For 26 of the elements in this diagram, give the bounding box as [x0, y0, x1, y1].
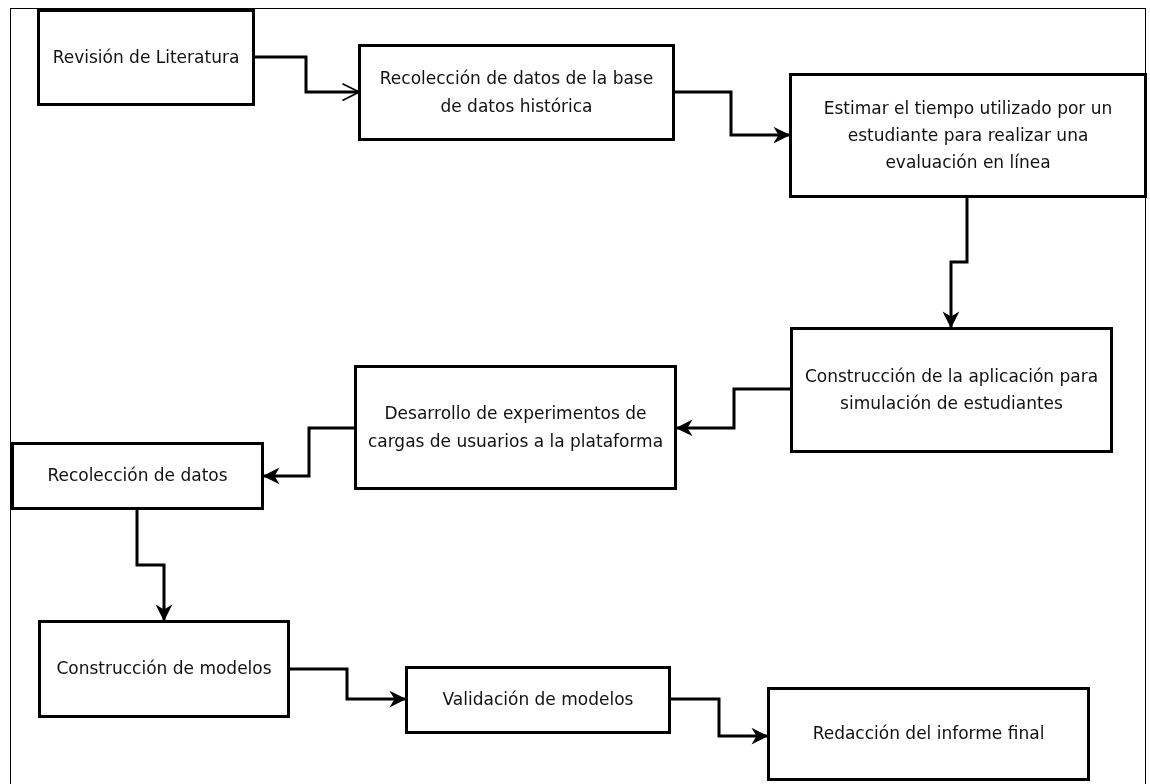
- arrow: [675, 387, 790, 437]
- box-label: Recolección de datos de la base de datos histórica: [378, 67, 655, 118]
- process-box: [358, 44, 675, 141]
- process-box: [354, 365, 677, 490]
- arrow: [135, 510, 173, 622]
- arrow: [262, 426, 354, 485]
- box-label: Desarrollo de experimentos de cargas de usuarios a la plataforma: [367, 402, 664, 453]
- arrow: [675, 90, 791, 144]
- process-box: [789, 73, 1147, 198]
- arrow: [290, 667, 407, 708]
- box-label: Estimar el tiempo utilizado por un estudiante para realizar una evaluación en línea: [822, 96, 1114, 175]
- process-box: [38, 620, 290, 718]
- process-box: [767, 687, 1090, 781]
- box-label: Construcción de la aplicación para simulación de estudiantes: [803, 364, 1100, 415]
- arrow: [255, 55, 360, 101]
- arrow: [671, 697, 769, 745]
- process-box: [11, 442, 264, 510]
- box-label: Revisión de Literatura: [52, 45, 240, 69]
- box-label: Redacción del informe final: [812, 722, 1045, 746]
- process-box: [37, 9, 255, 106]
- box-label: Construcción de modelos: [56, 657, 272, 681]
- arrow: [942, 198, 969, 329]
- process-box: [405, 666, 671, 734]
- box-label: Recolección de datos: [47, 464, 228, 488]
- process-box: [790, 327, 1113, 453]
- box-label: Validación de modelos: [442, 688, 634, 712]
